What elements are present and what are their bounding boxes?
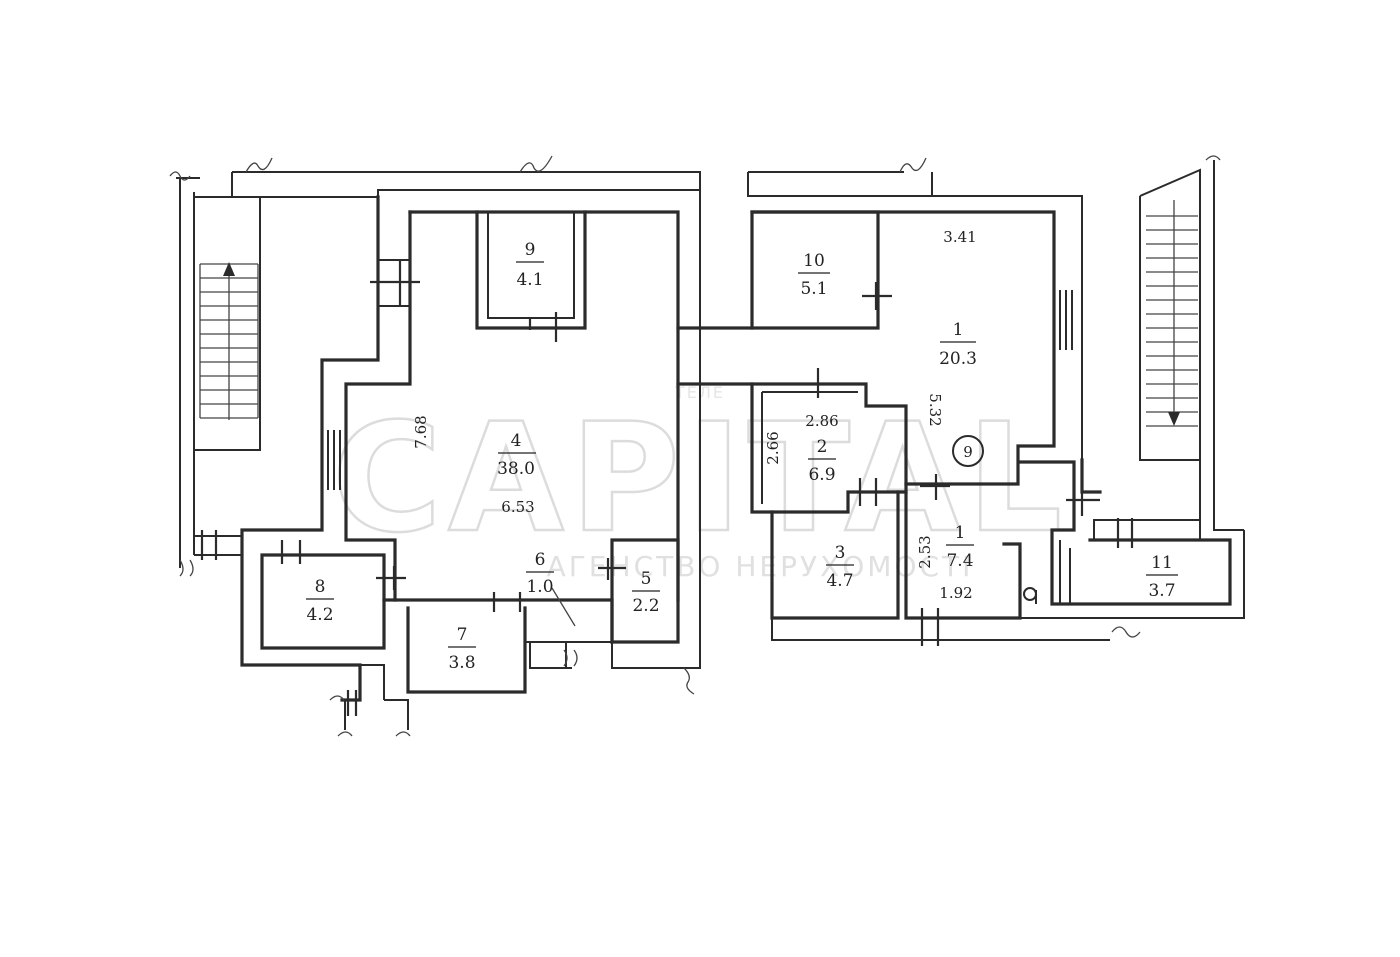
svg-text:38.0: 38.0 <box>497 459 535 479</box>
dim-room1s-width: 1.92 <box>939 584 972 602</box>
apartment-marker: 9 <box>952 435 984 467</box>
svg-text:4.7: 4.7 <box>826 571 853 591</box>
svg-text:1.0: 1.0 <box>526 577 553 597</box>
room-label-9: 9 4.1 <box>516 240 544 290</box>
room-label-1-small: 1 7.4 <box>946 523 974 571</box>
room-label-7: 7 3.8 <box>448 625 476 673</box>
left-staircase <box>199 262 259 420</box>
svg-text:3: 3 <box>835 543 846 563</box>
svg-text:2.2: 2.2 <box>632 596 659 616</box>
right-staircase <box>1146 200 1198 427</box>
watermark: ТЕЛЕ CAPITAL АГЕНСТВО НЕРУХОМОСТІ <box>331 383 1068 583</box>
svg-text:1: 1 <box>953 320 964 340</box>
left-block-walls <box>169 155 701 737</box>
room-label-6: 6 1.0 <box>526 550 554 597</box>
svg-text:11: 11 <box>1151 553 1173 573</box>
watermark-top: ТЕЛЕ <box>674 383 725 402</box>
dim-room4-height: 7.68 <box>412 415 430 448</box>
svg-text:10: 10 <box>803 251 825 271</box>
room-label-10: 10 5.1 <box>798 251 830 299</box>
dim-room1-height: 5.32 <box>926 393 944 426</box>
dim-room2-height: 2.66 <box>764 431 782 464</box>
svg-text:9: 9 <box>963 443 973 461</box>
svg-text:7: 7 <box>457 625 468 645</box>
svg-text:1: 1 <box>955 523 966 543</box>
svg-text:4: 4 <box>511 431 522 451</box>
svg-text:3.7: 3.7 <box>1148 581 1175 601</box>
svg-text:6: 6 <box>535 550 546 570</box>
svg-text:7.4: 7.4 <box>946 551 973 571</box>
dim-room1s-height: 2.53 <box>916 535 934 568</box>
svg-text:20.3: 20.3 <box>939 349 977 369</box>
svg-text:5: 5 <box>641 569 652 589</box>
room-label-3: 3 4.7 <box>826 543 854 591</box>
watermark-sub: АГЕНСТВО НЕРУХОМОСТІ <box>547 550 974 583</box>
svg-text:4.1: 4.1 <box>516 270 543 290</box>
svg-text:4.2: 4.2 <box>306 605 333 625</box>
svg-text:3.8: 3.8 <box>448 653 475 673</box>
room-label-8: 8 4.2 <box>306 577 334 625</box>
svg-text:9: 9 <box>525 240 536 260</box>
svg-text:8: 8 <box>315 577 326 597</box>
room-label-1-main: 1 20.3 <box>939 320 977 369</box>
dim-room4-width: 6.53 <box>501 498 534 516</box>
room-label-2: 2 6.9 <box>808 437 836 485</box>
dim-room2-width: 2.86 <box>805 412 838 430</box>
svg-text:5.1: 5.1 <box>800 279 827 299</box>
watermark-main: CAPITAL <box>332 392 1068 566</box>
dim-room1-width: 3.41 <box>943 228 976 246</box>
svg-text:6.9: 6.9 <box>808 465 835 485</box>
room-label-11: 11 3.7 <box>1146 553 1178 601</box>
right-block-walls <box>676 155 1245 646</box>
room-label-4: 4 38.0 <box>497 431 536 479</box>
svg-text:2: 2 <box>817 437 828 457</box>
room-label-5: 5 2.2 <box>632 569 660 616</box>
